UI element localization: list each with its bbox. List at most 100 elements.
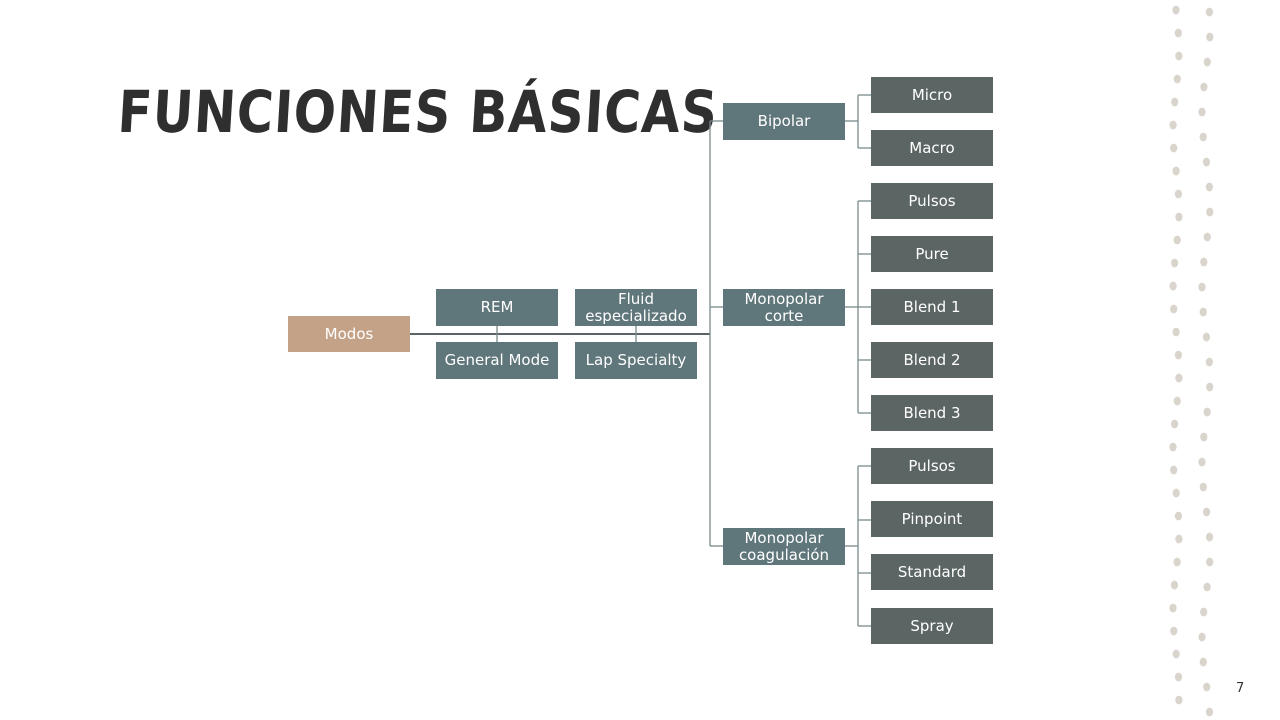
leaf-spray: Spray bbox=[871, 608, 993, 644]
leaf-pure-label: Pure bbox=[915, 244, 949, 263]
decorative-dots bbox=[1169, 5, 1214, 717]
decorative-dot bbox=[1169, 120, 1177, 130]
leaf-pinpoint-label: Pinpoint bbox=[901, 509, 963, 528]
node-modos-label: Modos bbox=[324, 324, 374, 343]
decorative-dot bbox=[1203, 232, 1211, 242]
node-monopolar-corte: Monopolar corte bbox=[723, 289, 845, 326]
decorative-dot bbox=[1206, 557, 1214, 567]
decorative-dot bbox=[1203, 57, 1211, 67]
leaf-blend-3-label: Blend 3 bbox=[903, 403, 961, 422]
node-lap-specialty-label: Lap Specialty bbox=[585, 351, 687, 369]
decorative-dot bbox=[1175, 695, 1183, 705]
leaf-pulsos-coag-label: Pulsos bbox=[908, 456, 956, 475]
decorative-dot bbox=[1199, 132, 1207, 142]
decorative-dot bbox=[1203, 507, 1211, 517]
decorative-dot bbox=[1169, 442, 1177, 452]
decorative-dot bbox=[1200, 607, 1208, 617]
decorative-dot bbox=[1169, 603, 1177, 613]
leaf-pinpoint: Pinpoint bbox=[871, 501, 993, 537]
decorative-dot bbox=[1198, 282, 1206, 292]
decorative-dot bbox=[1205, 182, 1213, 192]
decorative-dot bbox=[1198, 632, 1206, 642]
decorative-dot bbox=[1203, 682, 1211, 692]
node-monopolar-coagulacion-label: Monopolar coagulación bbox=[738, 528, 830, 564]
leaf-pulsos-coagulacion: Pulsos bbox=[871, 448, 993, 484]
decorative-dot bbox=[1171, 258, 1179, 268]
decorative-dot bbox=[1170, 580, 1179, 590]
page-number: 7 bbox=[1236, 681, 1245, 696]
decorative-dot bbox=[1174, 672, 1183, 682]
node-lap-specialty: Lap Specialty bbox=[575, 342, 697, 379]
decorative-dot bbox=[1206, 207, 1214, 217]
leaf-standard: Standard bbox=[871, 554, 993, 590]
decorative-dot bbox=[1202, 332, 1211, 342]
node-rem-label: REM bbox=[480, 298, 514, 316]
leaf-macro-label: Macro bbox=[909, 138, 955, 157]
decorative-dot bbox=[1206, 32, 1214, 42]
decorative-dot bbox=[1205, 357, 1213, 367]
decorative-dot bbox=[1175, 212, 1183, 222]
decorative-dot bbox=[1169, 281, 1177, 291]
node-modos: Modos bbox=[288, 316, 410, 352]
node-general-mode: General Mode bbox=[436, 342, 558, 379]
decorative-dot bbox=[1174, 28, 1182, 38]
leaf-blend-2: Blend 2 bbox=[871, 342, 993, 378]
decorative-dot bbox=[1198, 457, 1206, 467]
decorative-dot bbox=[1174, 189, 1182, 199]
node-fluid-label: Fluid especializado bbox=[585, 289, 687, 325]
node-monopolar-corte-label: Monopolar corte bbox=[744, 289, 824, 325]
decorative-dot bbox=[1200, 432, 1208, 442]
decorative-dot bbox=[1175, 51, 1183, 61]
decorative-dot bbox=[1205, 532, 1214, 542]
node-bipolar: Bipolar bbox=[723, 103, 845, 140]
leaf-macro: Macro bbox=[871, 130, 993, 166]
decorative-dot bbox=[1205, 707, 1214, 717]
decorative-dot bbox=[1199, 482, 1207, 492]
decorative-dot bbox=[1172, 5, 1180, 15]
node-general-mode-label: General Mode bbox=[444, 351, 550, 369]
node-monopolar-coagulacion: Monopolar coagulación bbox=[723, 528, 845, 565]
decorative-dot bbox=[1171, 97, 1179, 107]
decorative-dot bbox=[1173, 74, 1181, 84]
decorative-dot bbox=[1170, 626, 1178, 636]
decorative-dot bbox=[1203, 582, 1211, 592]
leaf-pulsos-corte: Pulsos bbox=[871, 183, 993, 219]
decorative-dot bbox=[1175, 534, 1183, 544]
decorative-dot bbox=[1172, 166, 1180, 176]
leaf-micro: Micro bbox=[871, 77, 993, 113]
leaf-standard-label: Standard bbox=[897, 562, 967, 581]
decorative-dot bbox=[1172, 488, 1180, 498]
node-rem: REM bbox=[436, 289, 558, 326]
decorative-dot bbox=[1200, 257, 1208, 267]
leaf-blend-1-label: Blend 1 bbox=[903, 297, 961, 316]
decorative-dot bbox=[1199, 657, 1207, 667]
decorative-dot bbox=[1200, 82, 1208, 92]
node-bipolar-label: Bipolar bbox=[757, 112, 811, 130]
decorative-dot bbox=[1203, 407, 1211, 417]
node-fluid-especializado: Fluid especializado bbox=[575, 289, 697, 326]
decorative-dot bbox=[1173, 557, 1181, 567]
decorative-dot bbox=[1170, 465, 1178, 475]
leaf-pulsos-corte-label: Pulsos bbox=[908, 191, 956, 210]
decorative-dot bbox=[1199, 307, 1207, 317]
decorative-dot bbox=[1172, 649, 1180, 659]
leaf-blend-1: Blend 1 bbox=[871, 289, 993, 325]
decorative-dot bbox=[1174, 350, 1182, 360]
leaf-pure: Pure bbox=[871, 236, 993, 272]
decorative-dot bbox=[1174, 511, 1182, 521]
leaf-micro-label: Micro bbox=[911, 85, 953, 104]
leaf-blend-3: Blend 3 bbox=[871, 395, 993, 431]
leaf-spray-label: Spray bbox=[910, 616, 954, 635]
decorative-dot bbox=[1198, 107, 1206, 117]
decorative-dot bbox=[1173, 235, 1181, 245]
decorative-dot bbox=[1206, 382, 1214, 392]
decorative-dot bbox=[1172, 327, 1180, 337]
decorative-dot bbox=[1170, 143, 1178, 153]
decorative-dot bbox=[1175, 373, 1183, 383]
decorative-dot bbox=[1170, 304, 1178, 314]
decorative-dot bbox=[1173, 396, 1181, 406]
leaf-blend-2-label: Blend 2 bbox=[903, 350, 961, 369]
decorative-dot bbox=[1171, 419, 1179, 429]
